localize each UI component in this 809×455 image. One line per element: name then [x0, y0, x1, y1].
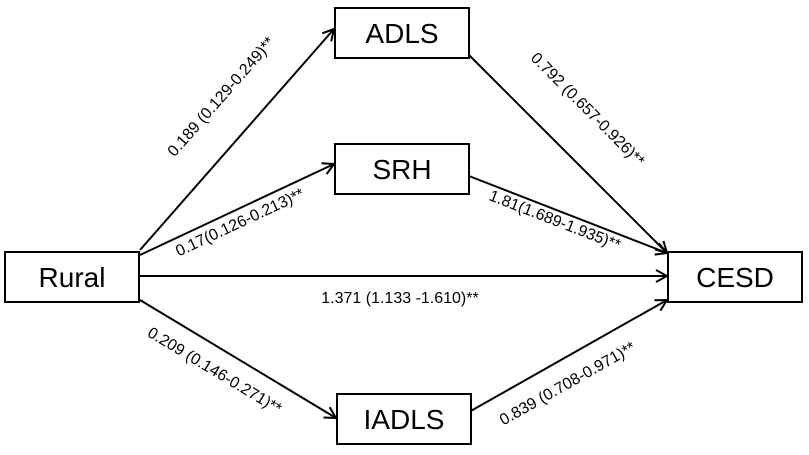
edge-label-rural-cesd: 1.371 (1.133 -1.610)**: [321, 290, 478, 307]
node-srh-box: [334, 143, 470, 195]
edge-adls-cesd: [468, 54, 667, 253]
edge-srh-cesd: [468, 175, 667, 253]
edge-rural-adls: [139, 29, 334, 251]
edge-label-rural-adls: 0.189 (0.129-0.249)**: [165, 34, 279, 160]
node-rural-label: Rural: [39, 262, 106, 293]
node-cesd-label: CESD: [696, 262, 774, 293]
edge-label-rural-iadls: 0.209 (0.146-0.271)**: [144, 324, 284, 417]
edge-label-adls-cesd: 0.792 (0.657-0.926)**: [527, 50, 647, 170]
node-rural-box: [4, 251, 140, 303]
node-srh-label: SRH: [372, 154, 431, 185]
edge-label-rural-srh: 0.17(0.126-0.213)**: [173, 186, 307, 261]
node-adls-label: ADLS: [365, 18, 438, 49]
node-adls-box: [334, 7, 470, 59]
edge-label-srh-cesd: 1.81(1.689-1.935)**: [486, 188, 622, 255]
edge-rural-iadls: [139, 299, 336, 418]
node-cesd-box: [667, 251, 803, 303]
node-iadls-box: [336, 393, 472, 445]
edge-iadls-cesd: [468, 300, 667, 413]
edge-rural-srh: [139, 164, 334, 256]
node-iadls-label: IADLS: [364, 404, 445, 435]
